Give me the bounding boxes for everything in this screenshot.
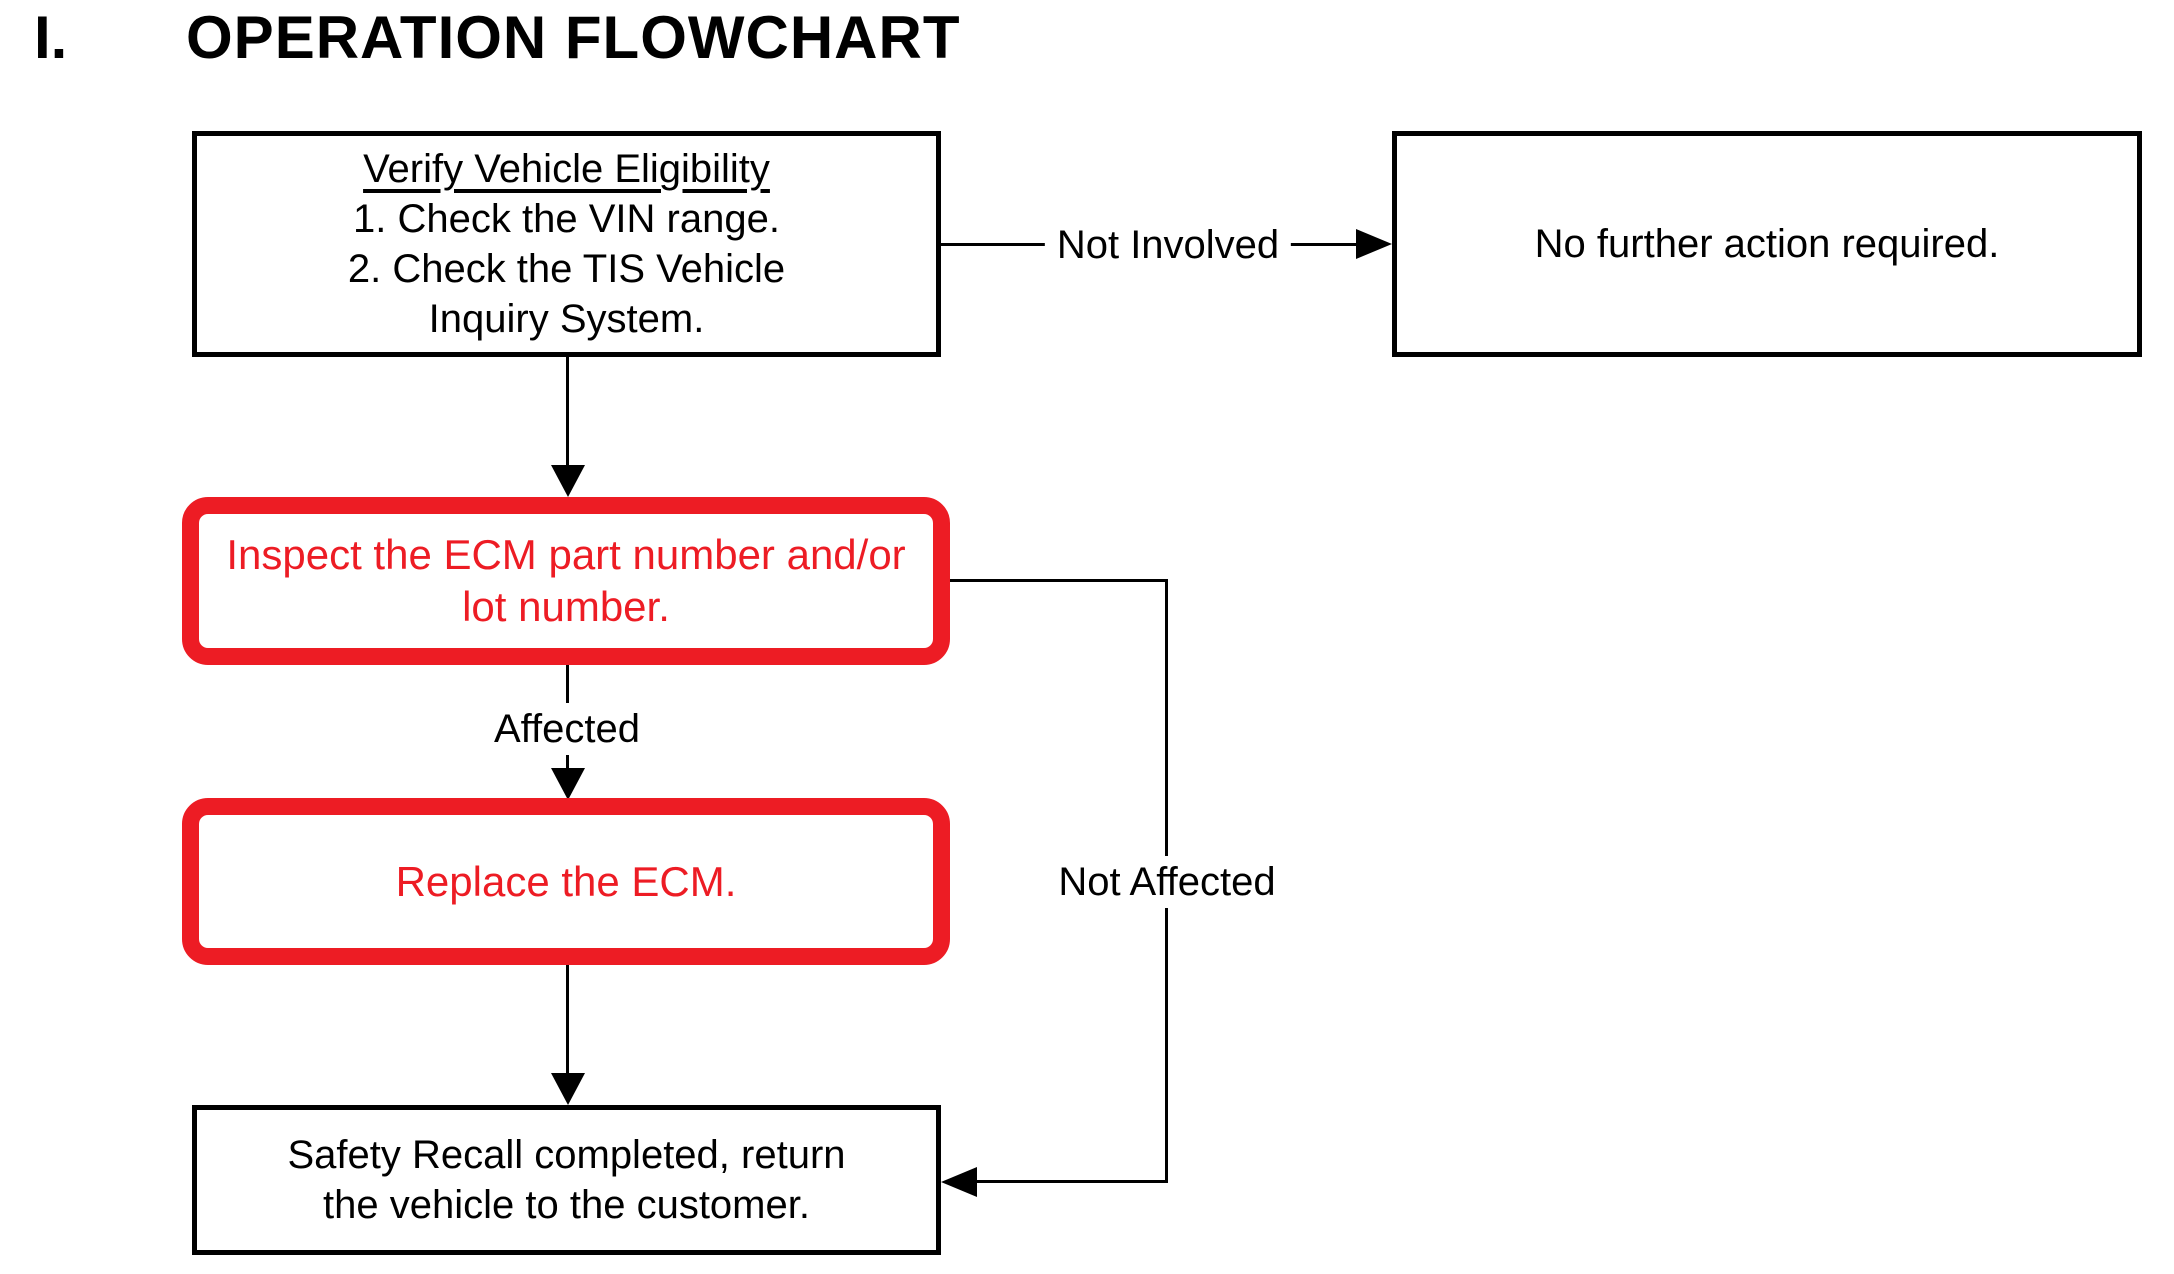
page-title: OPERATION FLOWCHART: [186, 4, 961, 71]
connector-replace-to-complete: [566, 965, 569, 1075]
safety-recall-line2: the vehicle to the customer.: [323, 1183, 810, 1227]
arrowhead-down-inspect: [551, 465, 585, 497]
replace-ecm-box: Replace the ECM.: [182, 798, 950, 965]
not-affected-label: Not Affected: [1046, 856, 1288, 908]
affected-label: Affected: [481, 703, 653, 755]
verify-step-1: 1. Check the VIN range.: [353, 197, 780, 241]
connector-verify-to-inspect: [566, 357, 569, 469]
arrowhead-down-replace: [551, 768, 585, 800]
no-further-action-box: No further action required.: [1392, 131, 2142, 357]
verify-step-2: 2. Check the TIS Vehicle: [347, 247, 786, 291]
arrowhead-right-no-action: [1356, 229, 1392, 259]
verify-eligibility-box: Verify Vehicle Eligibility 1. Check the …: [192, 131, 941, 357]
no-further-action-text: No further action required.: [1534, 222, 2000, 266]
section-numeral: I.: [34, 4, 68, 71]
inspect-ecm-box: Inspect the ECM part number and/or lot n…: [182, 497, 950, 665]
safety-recall-complete-box: Safety Recall completed, return the vehi…: [192, 1105, 941, 1255]
not-involved-label: Not Involved: [1044, 219, 1292, 271]
safety-recall-line1: Safety Recall completed, return: [287, 1133, 846, 1177]
connector-not-affected-top: [950, 579, 1168, 582]
arrowhead-left-complete: [941, 1167, 977, 1197]
connector-not-affected-bottom: [975, 1180, 1168, 1183]
replace-ecm-text: Replace the ECM.: [395, 857, 737, 905]
verify-eligibility-heading: Verify Vehicle Eligibility: [363, 147, 770, 191]
inspect-ecm-line2: lot number.: [462, 583, 670, 630]
inspect-ecm-line1: Inspect the ECM part number and/or: [226, 531, 906, 578]
arrowhead-down-complete: [551, 1073, 585, 1105]
verify-step-2-continued: Inquiry System.: [428, 297, 705, 341]
